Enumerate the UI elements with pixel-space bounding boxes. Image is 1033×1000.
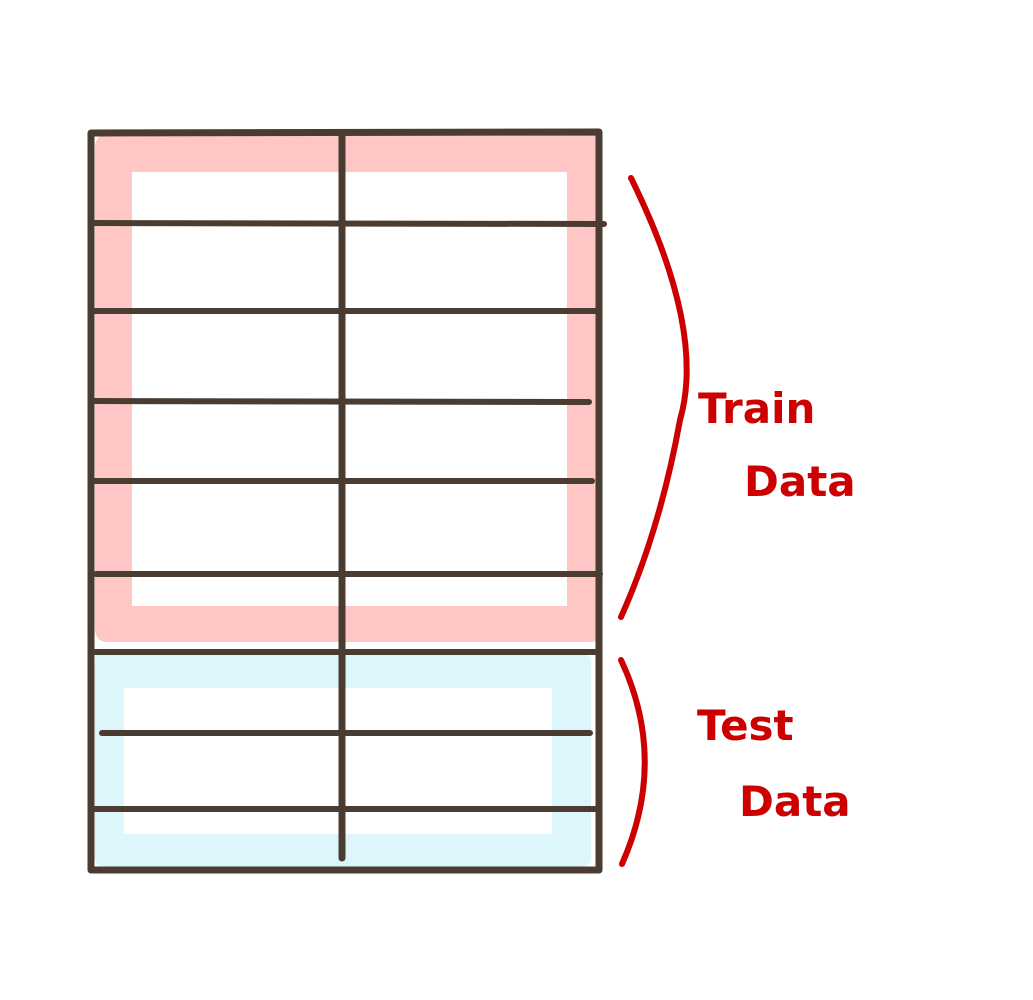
row-divider [91,220,607,227]
test-label-line2: Data [739,777,851,826]
row-divider [91,398,592,405]
train-brace [618,175,690,620]
train-label-line1: Train [698,384,815,433]
test-brace [618,657,648,867]
test-label-line1: Test [697,701,794,750]
train-highlight [95,133,602,642]
train-label-line2: Data [744,457,856,506]
test-highlight [95,652,591,867]
table-grid [87,128,607,874]
table-outer-border [87,128,603,874]
